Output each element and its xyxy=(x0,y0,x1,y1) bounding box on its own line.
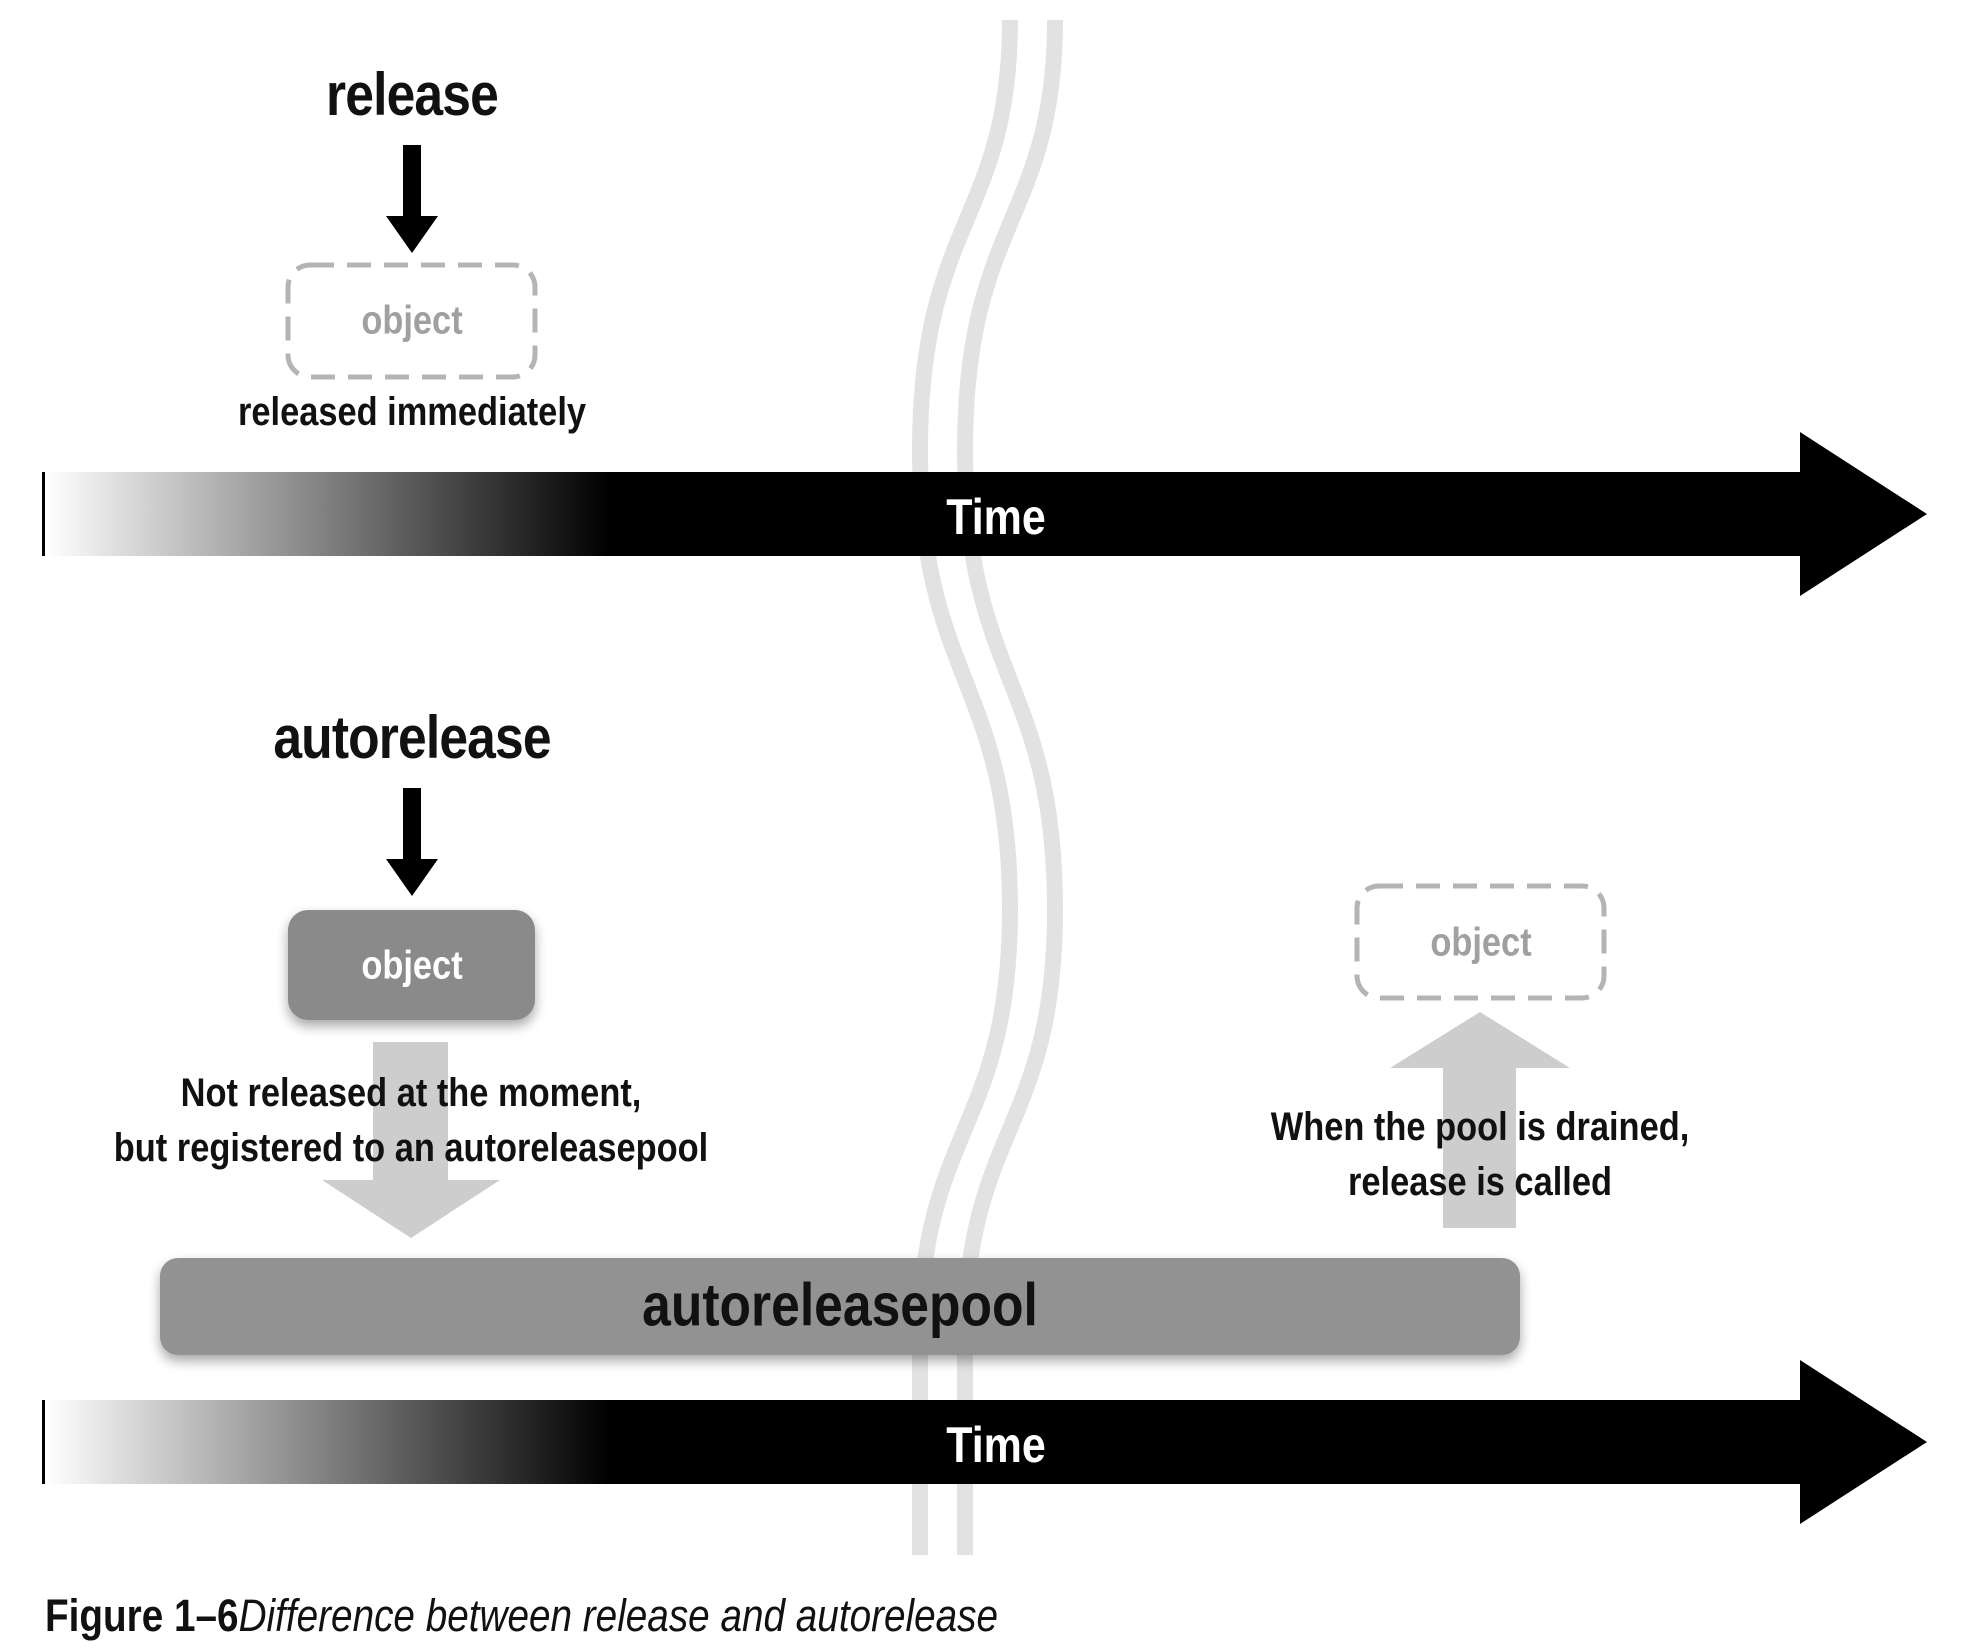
autorelease-object-box xyxy=(288,910,535,1020)
figure-caption-text: Difference between release and autorelea… xyxy=(238,1590,999,1641)
not-released-note-line-2: but registered to an autoreleasepool xyxy=(113,1126,709,1170)
top-timeline-arrowhead xyxy=(1800,432,1927,596)
top-timeline-bar xyxy=(45,472,1807,556)
released-object-label: object xyxy=(361,298,463,343)
bottom-timeline-start-tick xyxy=(42,1400,45,1484)
release-heading: release xyxy=(326,61,499,128)
figure-number: Figure 1–6 xyxy=(45,1590,239,1641)
autorelease-arrow-shaft xyxy=(403,788,421,863)
bottom-timeline-arrowhead xyxy=(1800,1360,1927,1524)
time-break-line-right xyxy=(956,19,1064,1555)
autorelease-heading: autorelease xyxy=(273,704,551,771)
autorelease-arrow-head xyxy=(386,859,438,896)
autorelease-object-label: object xyxy=(361,943,463,988)
autoreleasepool-label: autoreleasepool xyxy=(642,1271,1038,1339)
drained-object-label: object xyxy=(1430,920,1532,965)
time-break-line-left xyxy=(911,19,1019,1555)
figure-caption: Figure 1–6Difference between release and… xyxy=(45,1590,998,1642)
pool-drained-note-line-2: release is called xyxy=(1348,1160,1612,1204)
not-released-note: Not released at the moment, but register… xyxy=(114,1066,708,1176)
autoreleasepool-bar xyxy=(160,1258,1520,1355)
not-released-note-line-1: Not released at the moment, xyxy=(180,1071,642,1115)
pool-drained-note: When the pool is drained, release is cal… xyxy=(1271,1100,1690,1210)
released-immediately-note: released immediately xyxy=(237,390,587,434)
bottom-timeline-bar xyxy=(45,1400,1807,1484)
release-arrow-shaft xyxy=(403,145,421,220)
register-down-arrow xyxy=(322,1042,500,1238)
released-object-box xyxy=(285,262,538,380)
top-timeline-label: Time xyxy=(946,489,1046,545)
top-timeline-start-tick xyxy=(42,472,45,556)
drain-up-arrow xyxy=(1390,1012,1570,1228)
bottom-timeline-label: Time xyxy=(946,1417,1046,1473)
drained-object-box xyxy=(1354,883,1607,1001)
release-arrow-head xyxy=(386,216,438,253)
pool-drained-note-line-1: When the pool is drained, xyxy=(1270,1105,1690,1149)
